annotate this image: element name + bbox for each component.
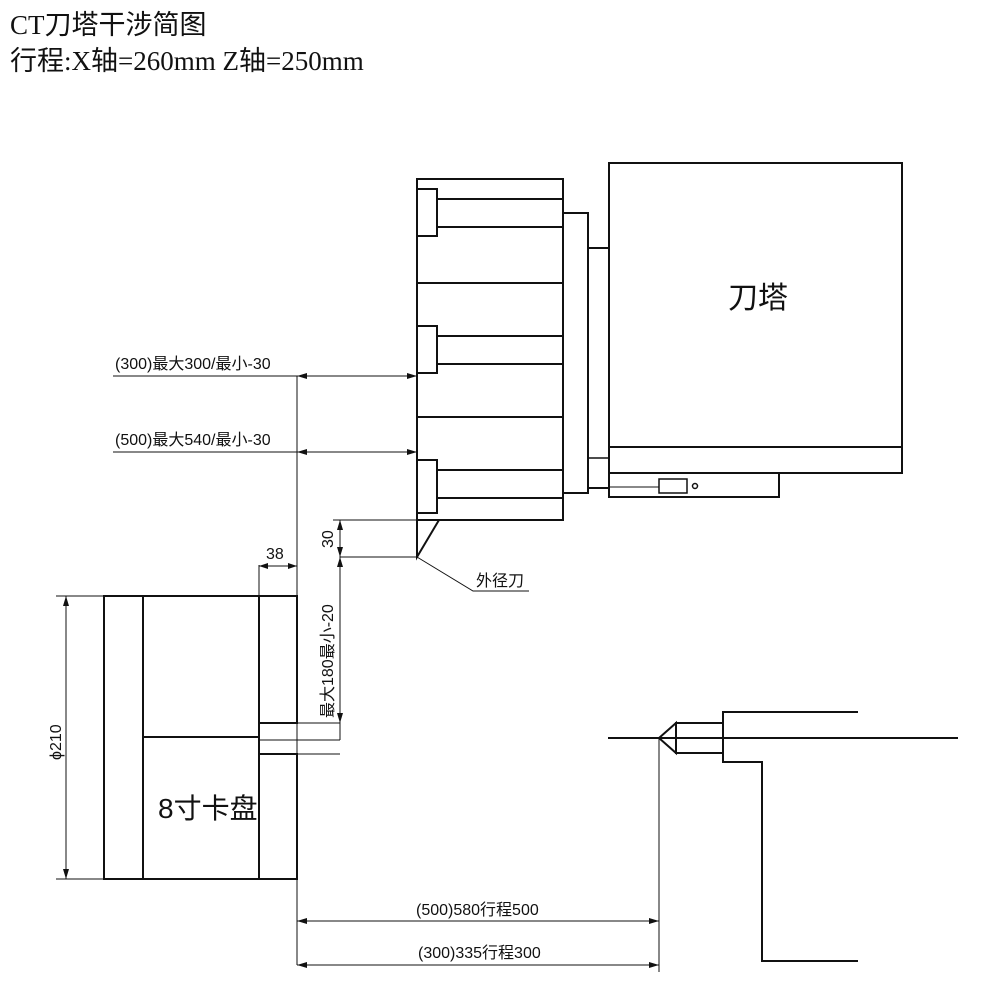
dim-phi210-label: ϕ210: [48, 724, 65, 760]
dim-phi210: ϕ210: [48, 595, 104, 880]
dim-580: (500)580行程500: [297, 901, 659, 924]
turret-label: 刀塔: [728, 282, 788, 315]
chuck-back-plate: [103, 595, 144, 880]
dim-335-label: (300)335行程300: [418, 944, 541, 962]
dim-335: (300)335行程300: [297, 944, 659, 968]
tool-shank-top: [436, 198, 564, 228]
turret-neck: [587, 247, 610, 489]
tailstock-body-bottom: [722, 738, 858, 962]
chuck-label: 8寸卡盘: [158, 793, 258, 824]
tailstock-body-top: [722, 711, 858, 738]
chuck-8in: 8寸卡盘: [103, 595, 340, 880]
od-tool-label: 外径刀: [476, 572, 524, 590]
dim-30: 30: [320, 519, 417, 740]
tool-shank-low: [436, 469, 564, 499]
dim-38-label: 38: [266, 546, 284, 563]
chuck-jaw-lower: [259, 753, 298, 880]
tailstock: [608, 711, 958, 962]
tool-holder-plate: [416, 178, 564, 521]
turret-slide: [608, 472, 780, 498]
dim-580-label: (500)580行程500: [416, 901, 539, 919]
tool-shank-mid: [436, 335, 564, 365]
dim-300-label: (300)最大300/最小-30: [115, 355, 271, 373]
turret-coupling: [562, 212, 589, 494]
od-tool-insert: [416, 519, 440, 561]
drawing-title-block: CT刀塔干涉简图 行程:X轴=260mm Z轴=250mm: [10, 8, 364, 80]
dim-30-label: 30: [320, 530, 337, 548]
dim-x-500: (500)最大540/最小-30: [113, 431, 417, 455]
dim-180-label: 最大180最小-20: [319, 604, 337, 718]
turret-slide-hole: [691, 482, 699, 490]
od-tool-leader: [416, 556, 529, 592]
tool-clamp-low: [416, 459, 438, 514]
turret-box: [608, 162, 903, 474]
dim-38: 38: [258, 546, 297, 596]
dim-180: 最大180最小-20: [319, 557, 343, 723]
dim-x-300: (300)最大300/最小-30: [113, 355, 417, 379]
tool-holder: [416, 178, 564, 561]
travel-spec: 行程:X轴=260mm Z轴=250mm: [10, 46, 364, 76]
tool-clamp-top: [416, 188, 438, 237]
chuck-jaw-upper: [259, 595, 298, 724]
dim-500-label: (500)最大540/最小-30: [115, 431, 271, 449]
turret-body: [562, 162, 903, 498]
drawing-title: CT刀塔干涉简图: [10, 10, 207, 40]
turret-slide-block: [658, 478, 688, 494]
tool-clamp-mid: [416, 325, 438, 374]
